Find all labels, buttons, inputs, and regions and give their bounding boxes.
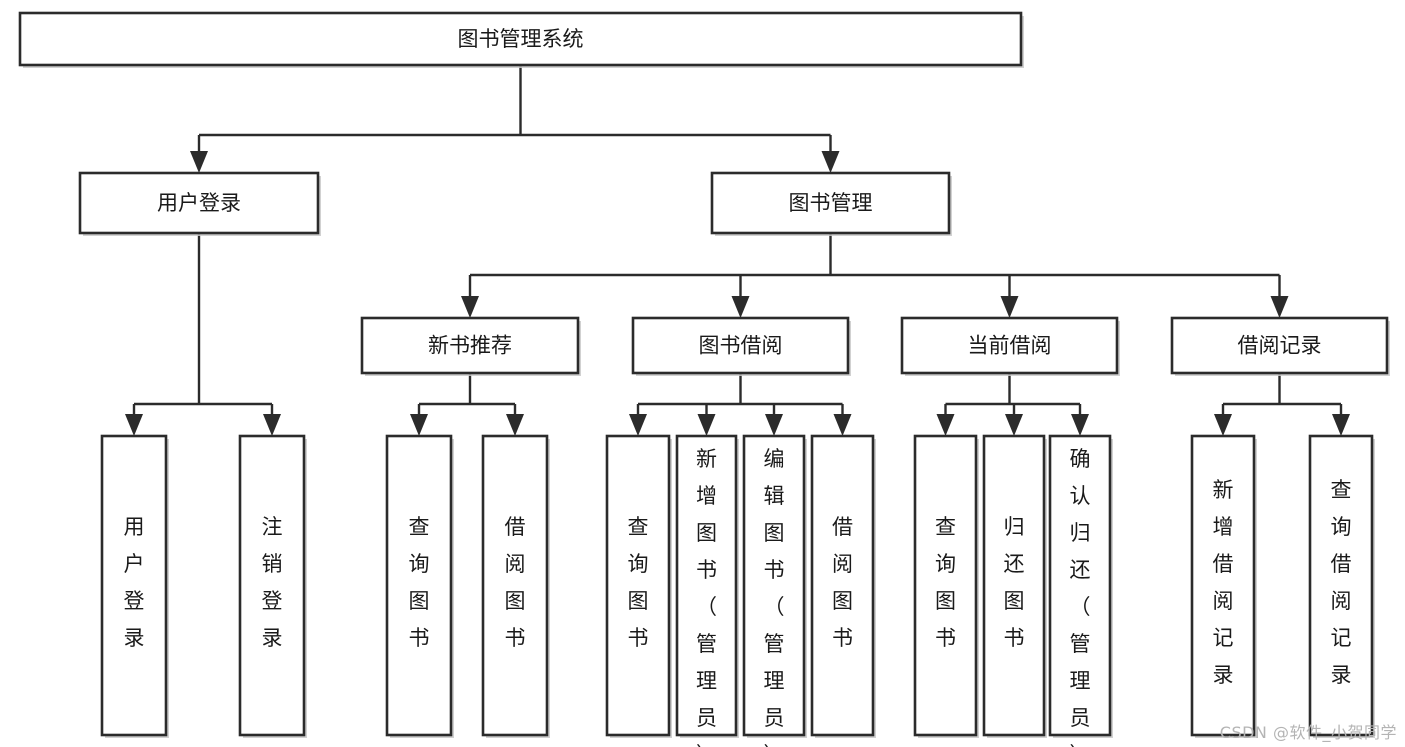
node-rect[interactable] (710, 171, 951, 235)
node-leaf-confirm-return[interactable]: 确认归还（管理员） (1048, 434, 1113, 747)
node-leaf-query-borrow-record[interactable]: 查询借阅记录 (1308, 434, 1375, 738)
node-book-borrow[interactable]: 图书借阅 (631, 316, 851, 376)
node-label: 查询借阅记录 (1331, 478, 1352, 687)
arrowhead-icon (821, 151, 840, 173)
node-leaf-return-book[interactable]: 归还图书 (982, 434, 1047, 738)
node-label: 新增借阅记录 (1213, 478, 1234, 687)
node-new-book-recommend[interactable]: 新书推荐 (360, 316, 581, 376)
node-label: 编辑图书（管理员） (764, 447, 785, 747)
arrowhead-icon (629, 414, 647, 436)
node-label: 新增图书（管理员） (696, 447, 717, 747)
node-rect[interactable] (675, 434, 738, 737)
node-rect[interactable] (810, 434, 875, 737)
arrowhead-icon (1332, 414, 1350, 436)
arrowhead-icon (263, 414, 281, 436)
node-rect[interactable] (913, 434, 978, 737)
node-label: 注销登录 (262, 515, 283, 650)
node-rect[interactable] (1170, 316, 1389, 375)
node-label: 借阅图书 (505, 515, 526, 650)
node-leaf-query-book-current[interactable]: 查询图书 (913, 434, 979, 738)
arrowhead-icon (765, 414, 783, 436)
node-label: 借阅记录 (1238, 334, 1322, 358)
arrowhead-icon (936, 414, 955, 436)
node-leaf-logout[interactable]: 注销登录 (238, 434, 307, 738)
arrowhead-icon (1270, 296, 1289, 318)
node-rect[interactable] (1048, 434, 1112, 737)
node-rect[interactable] (631, 316, 850, 375)
node-label: 图书管理 (789, 191, 873, 215)
node-rect[interactable] (481, 434, 549, 737)
arrowhead-icon (1214, 414, 1232, 436)
node-borrow-record[interactable]: 借阅记录 (1170, 316, 1390, 376)
csdn-watermark: CSDN @软件_小贺同学 (1219, 723, 1397, 742)
node-current-borrow[interactable]: 当前借阅 (900, 316, 1120, 376)
node-label: 确认归还（管理员） (1070, 447, 1091, 747)
arrowhead-icon (125, 414, 143, 436)
node-label: 查询图书 (409, 515, 430, 650)
node-label: 借阅图书 (832, 515, 853, 650)
arrowhead-icon (506, 414, 524, 436)
node-leaf-query-book-rec[interactable]: 查询图书 (385, 434, 454, 738)
node-leaf-borrow-book[interactable]: 借阅图书 (810, 434, 876, 738)
node-leaf-edit-book[interactable]: 编辑图书（管理员） (742, 434, 807, 747)
node-leaf-query-book-borrow[interactable]: 查询图书 (605, 434, 672, 738)
node-rect[interactable] (900, 316, 1119, 375)
node-leaf-add-borrow-record[interactable]: 新增借阅记录 (1190, 434, 1257, 738)
node-rect[interactable] (238, 434, 306, 737)
node-leaf-borrow-book-rec[interactable]: 借阅图书 (481, 434, 550, 738)
node-rect[interactable] (385, 434, 453, 737)
arrowhead-icon (731, 296, 750, 318)
node-label: 当前借阅 (968, 334, 1052, 358)
arrowhead-icon (833, 414, 852, 436)
node-leaf-user-login[interactable]: 用户登录 (100, 434, 169, 738)
node-label: 归还图书 (1004, 515, 1025, 650)
node-rect[interactable] (78, 171, 320, 235)
arrowhead-icon (410, 414, 428, 436)
node-label: 用户登录 (157, 191, 241, 215)
node-root[interactable]: 图书管理系统 (18, 11, 1024, 68)
node-label: 图书借阅 (699, 334, 783, 358)
arrowhead-icon (461, 296, 479, 318)
arrowhead-icon (1071, 414, 1089, 436)
node-label: 新书推荐 (428, 334, 512, 358)
node-user-login[interactable]: 用户登录 (78, 171, 321, 236)
node-label: 图书管理系统 (458, 27, 584, 51)
arrowhead-icon (1005, 414, 1023, 436)
node-rect[interactable] (742, 434, 806, 737)
arrowhead-icon (1000, 296, 1019, 318)
node-label: 查询图书 (628, 515, 649, 650)
node-book-management[interactable]: 图书管理 (710, 171, 952, 236)
node-rect[interactable] (100, 434, 168, 737)
node-label: 用户登录 (124, 515, 145, 650)
node-rect[interactable] (18, 11, 1023, 67)
node-rect[interactable] (605, 434, 671, 737)
arrowhead-icon (190, 151, 208, 173)
node-rect[interactable] (1190, 434, 1256, 737)
node-rect[interactable] (1308, 434, 1374, 737)
node-rect[interactable] (982, 434, 1046, 737)
node-rect[interactable] (360, 316, 580, 375)
arrowhead-icon (697, 414, 716, 436)
node-leaf-add-book[interactable]: 新增图书（管理员） (675, 434, 739, 747)
node-label: 查询图书 (935, 515, 956, 650)
